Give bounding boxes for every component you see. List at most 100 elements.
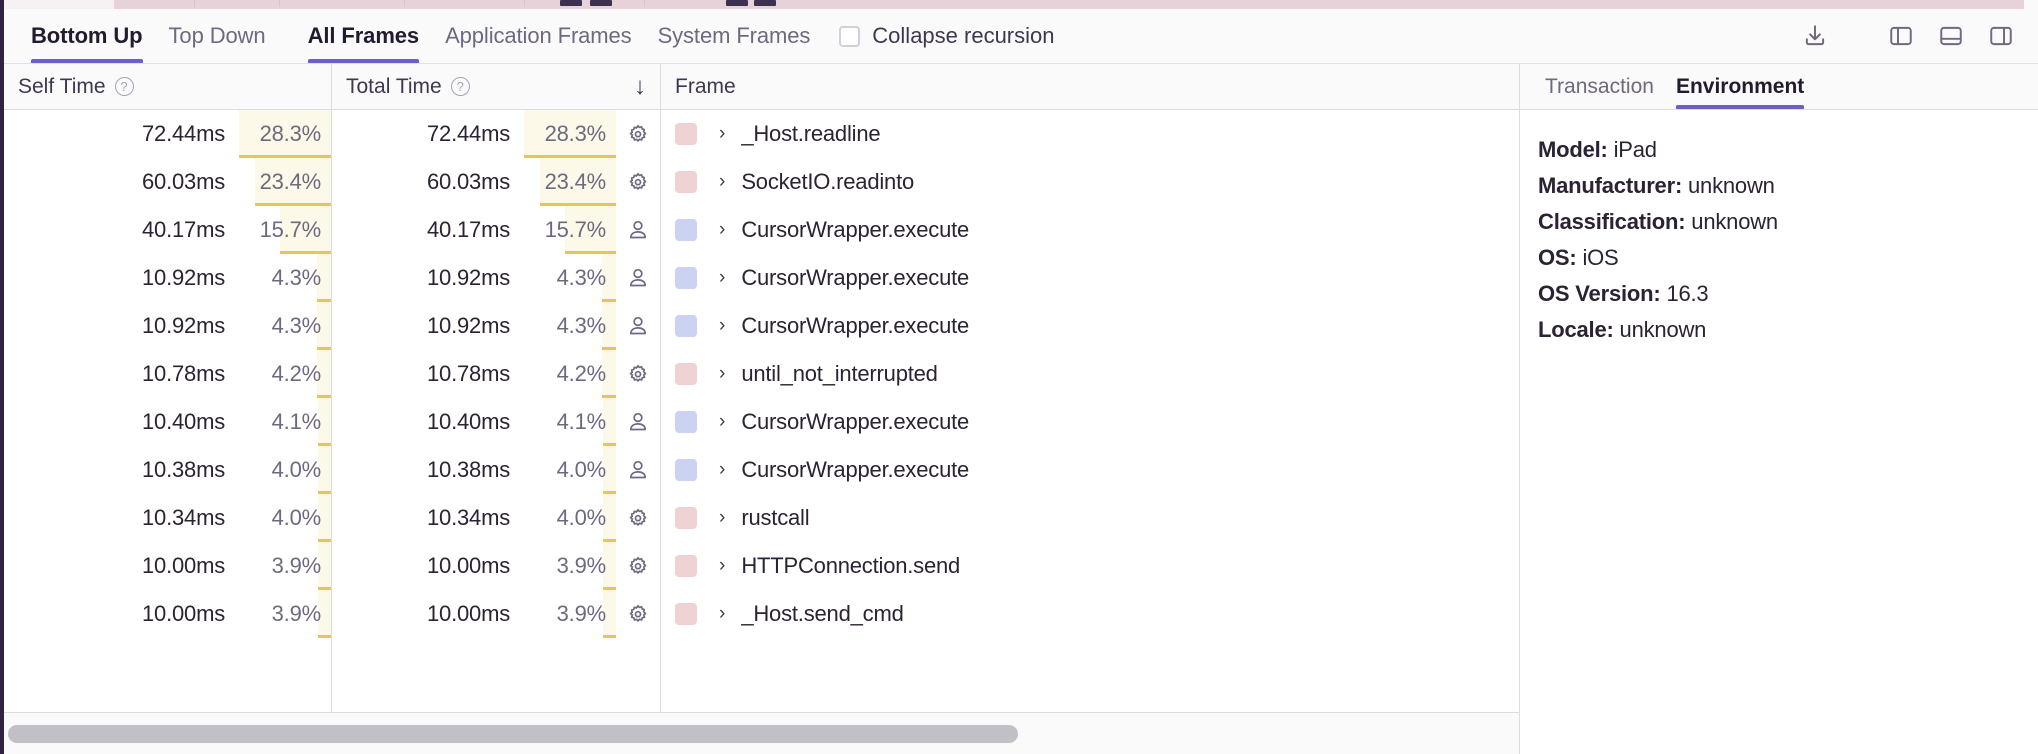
frame-name: CursorWrapper.execute (741, 457, 970, 482)
total-time-value: 10.00ms (427, 553, 510, 578)
panel-left-icon[interactable] (1886, 21, 1916, 51)
cell-self-time: 10.00ms 3.9% (4, 590, 332, 638)
total-percent-background (524, 110, 616, 158)
environment-row: OS: iOS (1538, 240, 2038, 275)
frame-label: Frame (675, 74, 736, 98)
chevron-right-icon[interactable]: › (719, 267, 726, 288)
tab-group-divider (279, 9, 295, 63)
filler-self-column (4, 638, 332, 712)
total-time-value: 10.92ms (427, 265, 510, 290)
self-percent-background (317, 350, 331, 398)
gear-icon (616, 554, 660, 578)
tab-bottom-up[interactable]: Bottom Up (18, 9, 156, 63)
chevron-right-icon[interactable]: › (719, 459, 726, 480)
chevron-right-icon[interactable]: › (719, 555, 726, 576)
self-time-percent: 3.9% (239, 590, 331, 638)
frame-color-swatch (675, 219, 697, 241)
frame-name: CursorWrapper.execute (741, 409, 970, 434)
main-split: Self Time ? Total Time ? ↓ Frame 72.44ms… (4, 64, 2038, 754)
total-time-percent: 4.3% (524, 302, 616, 350)
tab-application-frames[interactable]: Application Frames (432, 9, 645, 63)
environment-value: unknown (1619, 317, 1707, 342)
self-time-value: 10.38ms (142, 457, 225, 482)
total-time-value: 10.34ms (427, 505, 510, 530)
total-percent-bar (524, 155, 616, 158)
environment-value: unknown (1688, 173, 1775, 198)
chevron-right-icon[interactable]: › (719, 123, 726, 144)
tab-transaction[interactable]: Transaction (1534, 64, 1665, 109)
panel-bottom-icon[interactable] (1936, 21, 1966, 51)
chevron-right-icon[interactable]: › (719, 507, 726, 528)
self-time-percent: 15.7% (239, 206, 331, 254)
chevron-right-icon[interactable]: › (719, 171, 726, 192)
chevron-right-icon[interactable]: › (719, 315, 726, 336)
details-tabs: Transaction Environment (1520, 64, 2038, 110)
column-header-frame[interactable]: Frame (661, 64, 1519, 109)
tab-all-frames[interactable]: All Frames (295, 9, 433, 63)
column-header-self-time[interactable]: Self Time ? (4, 64, 332, 109)
chevron-right-icon[interactable]: › (719, 219, 726, 240)
self-time-value: 10.34ms (142, 505, 225, 530)
environment-row: Model: iPad (1538, 132, 2038, 167)
column-header-total-time[interactable]: Total Time ? ↓ (332, 64, 661, 109)
tab-environment[interactable]: Environment (1665, 64, 1815, 109)
total-percent-bar (602, 443, 616, 446)
collapse-recursion-toggle[interactable]: Collapse recursion (823, 9, 1055, 63)
chevron-right-icon[interactable]: › (719, 363, 726, 384)
frame-name: _Host.readline (741, 121, 881, 146)
self-percent-background (254, 158, 331, 206)
horizontal-scrollbar[interactable] (4, 712, 1519, 754)
gear-icon (616, 362, 660, 386)
tab-top-down[interactable]: Top Down (156, 9, 279, 63)
self-percent-background (239, 110, 331, 158)
download-icon[interactable] (1800, 21, 1830, 51)
chevron-right-icon[interactable]: › (719, 411, 726, 432)
panel-right-icon[interactable] (1986, 21, 2016, 51)
self-percent-bar (318, 491, 331, 494)
tab-system-frames[interactable]: System Frames (645, 9, 824, 63)
self-time-value: 10.00ms (142, 601, 225, 626)
total-percent-background (603, 494, 616, 542)
gear-icon (616, 170, 660, 194)
self-time-percent: 4.2% (239, 350, 331, 398)
total-percent-value: 3.9% (556, 553, 607, 578)
environment-row: OS Version: 16.3 (1538, 276, 2038, 311)
frame-color-swatch (675, 411, 697, 433)
self-time-value: 10.92ms (142, 265, 225, 290)
help-icon[interactable]: ? (450, 77, 470, 96)
self-percent-value: 4.2% (271, 361, 322, 386)
collapse-recursion-label: Collapse recursion (872, 23, 1055, 48)
environment-value: 16.3 (1666, 281, 1709, 306)
total-time-percent: 4.0% (524, 446, 616, 494)
self-percent-bar (317, 395, 331, 398)
total-time-percent: 15.7% (524, 206, 616, 254)
flamegraph-strip[interactable] (4, 0, 2038, 9)
chevron-right-icon[interactable]: › (719, 603, 726, 624)
person-icon (616, 314, 660, 338)
collapse-recursion-checkbox[interactable] (839, 25, 861, 47)
total-percent-background (602, 398, 616, 446)
horizontal-scrollbar-thumb[interactable] (8, 724, 1018, 743)
self-percent-background (317, 302, 331, 350)
cell-frame: ›CursorWrapper.execute (661, 206, 1519, 254)
self-percent-background (318, 590, 331, 638)
help-icon[interactable]: ? (114, 77, 134, 96)
tab-all-frames-label: All Frames (307, 23, 420, 48)
